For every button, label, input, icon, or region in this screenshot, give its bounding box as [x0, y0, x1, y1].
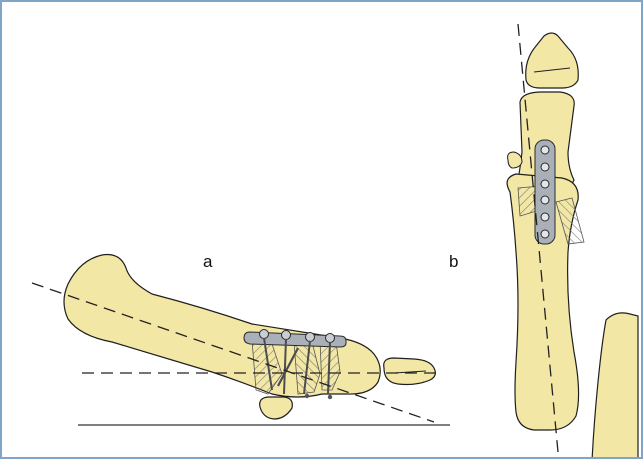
screw-head	[306, 333, 315, 342]
screw-head	[326, 334, 335, 343]
screw-head	[260, 330, 269, 339]
bone-fragment	[508, 152, 522, 168]
panel-label-b: b	[449, 253, 458, 270]
metatarsal-axis	[32, 283, 434, 422]
phalanx-bone	[384, 358, 436, 385]
screw-tip	[305, 394, 309, 398]
fixation-plate	[535, 140, 555, 244]
sesamoid-bone	[260, 397, 293, 419]
screw-head	[282, 331, 291, 340]
distal-phalanx	[526, 33, 579, 88]
panel-b-illustration	[507, 24, 638, 459]
panel-a-illustration	[32, 255, 450, 425]
adjacent-metatarsal	[592, 313, 638, 459]
screw-tip	[328, 395, 332, 399]
panel-label-a: a	[203, 253, 212, 270]
